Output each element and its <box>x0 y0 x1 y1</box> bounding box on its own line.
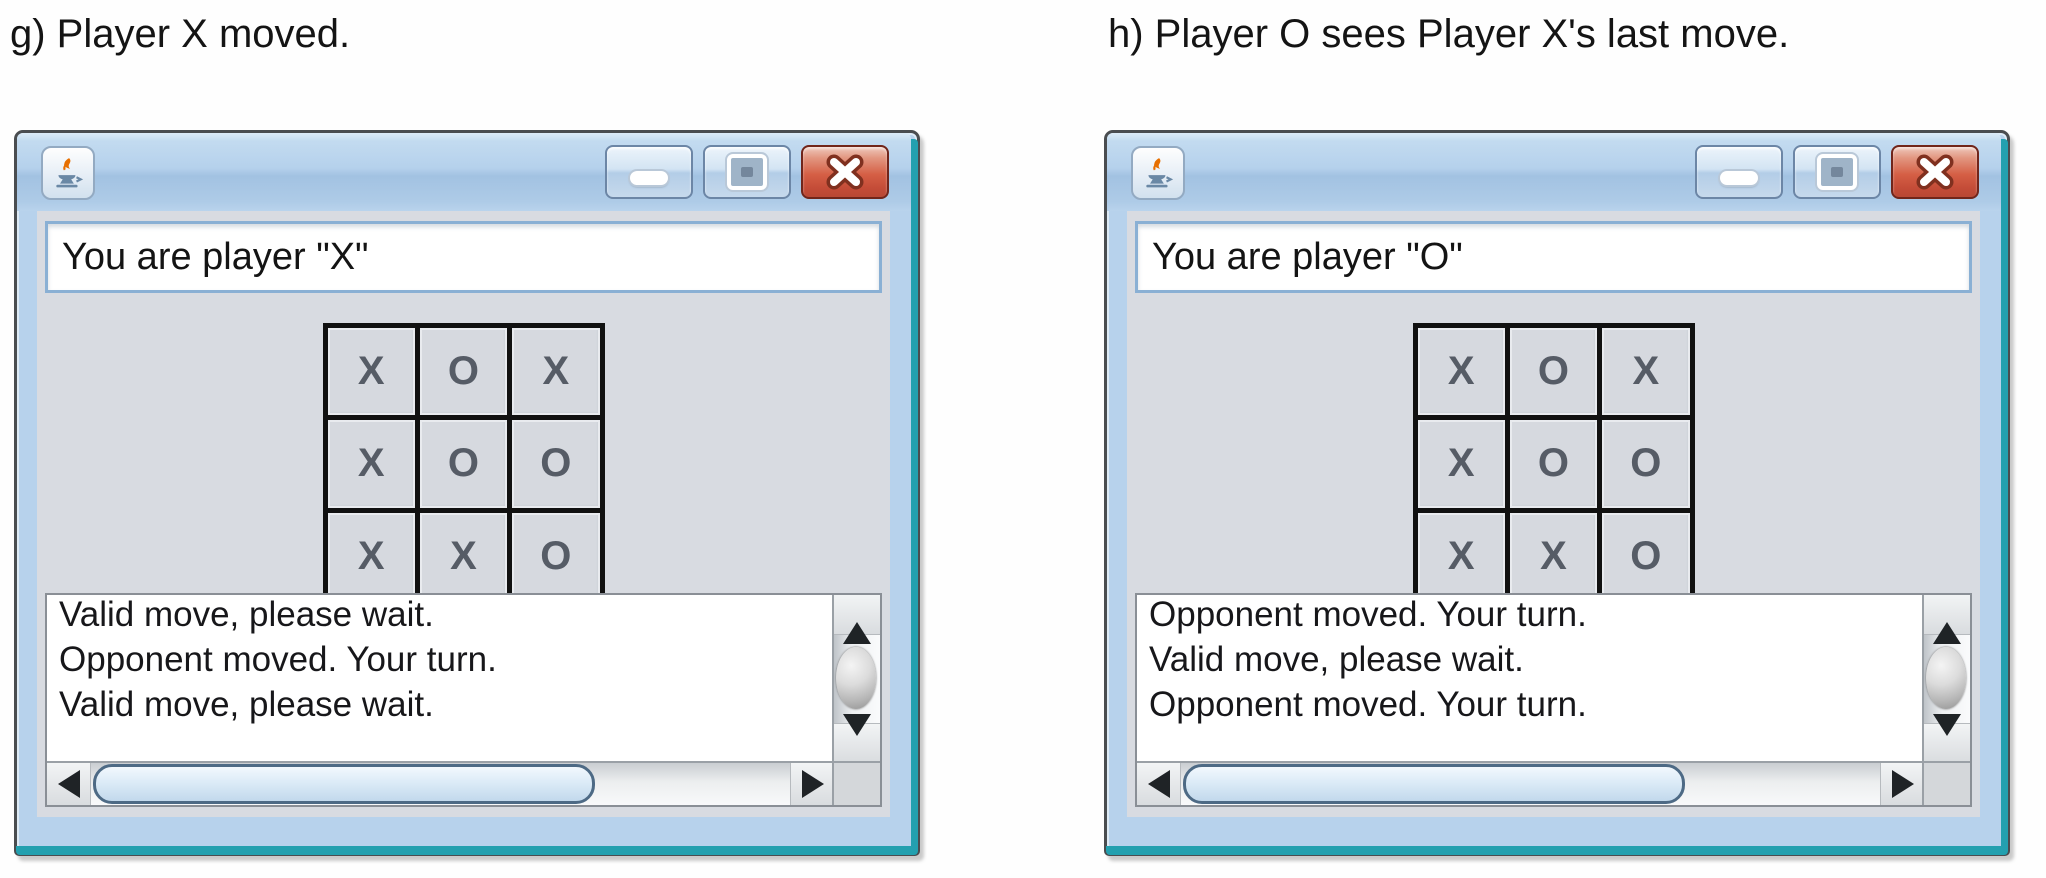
window-content: You are player "O" X O X X O O X X O Opp… <box>1127 211 1980 817</box>
scroll-up-button[interactable] <box>834 595 880 644</box>
arrow-left-icon <box>1147 770 1170 798</box>
horizontal-scrollbar[interactable] <box>47 761 834 805</box>
java-coffee-cup-icon <box>1146 158 1174 188</box>
log-line: Valid move, please wait. <box>59 595 434 634</box>
scroll-down-button[interactable] <box>834 714 880 763</box>
java-coffee-cup-icon <box>56 158 84 188</box>
tic-tac-toe-board: X O X X O O X X O <box>1412 323 1695 605</box>
scroll-up-button[interactable] <box>1924 595 1970 644</box>
vertical-scrollbar[interactable] <box>832 595 880 763</box>
player-x-window: You are player "X" X O X X O O X X O Val… <box>14 130 920 856</box>
minimize-button[interactable] <box>605 145 693 199</box>
close-icon <box>1916 154 1954 190</box>
board-cell[interactable]: X <box>327 420 415 508</box>
minimize-icon <box>630 171 668 185</box>
close-button[interactable] <box>801 145 889 199</box>
board-cell[interactable]: X <box>1509 512 1598 600</box>
board-cell[interactable]: O <box>419 420 508 508</box>
board-cell[interactable]: X <box>327 328 415 416</box>
message-log-textarea[interactable]: Opponent moved. Your turn. Valid move, p… <box>1137 592 1924 763</box>
scroll-left-button[interactable] <box>47 763 91 805</box>
titlebar[interactable] <box>17 133 911 211</box>
vertical-scroll-thumb[interactable] <box>836 647 876 709</box>
board-cell[interactable]: X <box>1602 328 1690 416</box>
scroll-right-button[interactable] <box>790 763 834 805</box>
maximize-button[interactable] <box>1793 145 1881 199</box>
arrow-up-icon <box>1933 607 1961 644</box>
board-cell[interactable]: X <box>1417 420 1505 508</box>
minimize-button[interactable] <box>1695 145 1783 199</box>
board-cell[interactable]: O <box>1509 328 1598 416</box>
close-button[interactable] <box>1891 145 1979 199</box>
log-line: Opponent moved. Your turn. <box>1149 685 1587 724</box>
board-cell[interactable]: O <box>1602 420 1690 508</box>
message-log-pane: Valid move, please wait. Opponent moved.… <box>45 593 882 807</box>
log-line: Opponent moved. Your turn. <box>1149 595 1587 634</box>
window-controls <box>605 145 889 199</box>
horizontal-scrollbar[interactable] <box>1137 761 1924 805</box>
maximize-icon <box>1817 154 1857 190</box>
vertical-scrollbar[interactable] <box>1922 595 1970 763</box>
caption-player-x-moved: g) Player X moved. <box>10 12 351 56</box>
board-cell[interactable]: O <box>1509 420 1598 508</box>
window-edge-accent <box>2001 139 2008 853</box>
status-text-field[interactable]: You are player "X" <box>45 221 882 293</box>
window-edge-accent <box>16 846 918 855</box>
log-line: Valid move, please wait. <box>59 685 434 724</box>
log-line: Valid move, please wait. <box>1149 640 1524 679</box>
board-cell[interactable]: X <box>512 328 600 416</box>
arrow-right-icon <box>801 770 824 798</box>
minimize-icon <box>1720 171 1758 185</box>
arrow-up-icon <box>843 607 871 644</box>
maximize-icon <box>727 154 767 190</box>
horizontal-scroll-thumb[interactable] <box>1183 764 1685 804</box>
tic-tac-toe-board: X O X X O O X X O <box>322 323 605 605</box>
scroll-right-button[interactable] <box>1880 763 1924 805</box>
board-cell[interactable]: X <box>1417 512 1505 600</box>
maximize-button[interactable] <box>703 145 791 199</box>
arrow-down-icon <box>1933 714 1961 751</box>
java-app-menu-button[interactable] <box>41 146 95 200</box>
titlebar[interactable] <box>1107 133 2001 211</box>
board-cell[interactable]: X <box>419 512 508 600</box>
horizontal-scroll-thumb[interactable] <box>93 764 595 804</box>
message-log-textarea[interactable]: Valid move, please wait. Opponent moved.… <box>47 592 834 763</box>
window-edge-accent <box>911 139 918 853</box>
java-app-menu-button[interactable] <box>1131 146 1185 200</box>
window-content: You are player "X" X O X X O O X X O Val… <box>37 211 890 817</box>
player-o-window: You are player "O" X O X X O O X X O Opp… <box>1104 130 2010 856</box>
vertical-scroll-thumb[interactable] <box>1926 647 1966 709</box>
scroll-left-button[interactable] <box>1137 763 1181 805</box>
arrow-down-icon <box>843 714 871 751</box>
arrow-left-icon <box>57 770 80 798</box>
message-log-pane: Opponent moved. Your turn. Valid move, p… <box>1135 593 1972 807</box>
board-cell[interactable]: O <box>512 512 600 600</box>
board-cell[interactable]: O <box>512 420 600 508</box>
status-text-field[interactable]: You are player "O" <box>1135 221 1972 293</box>
scrollbar-corner <box>1922 761 1970 805</box>
log-line: Opponent moved. Your turn. <box>59 640 497 679</box>
board-cell[interactable]: X <box>327 512 415 600</box>
scrollbar-corner <box>832 761 880 805</box>
window-edge-accent <box>1106 846 2008 855</box>
board-cell[interactable]: X <box>1417 328 1505 416</box>
board-cell[interactable]: O <box>419 328 508 416</box>
caption-player-o-sees: h) Player O sees Player X's last move. <box>1108 12 1790 56</box>
window-controls <box>1695 145 1979 199</box>
arrow-right-icon <box>1891 770 1914 798</box>
scroll-down-button[interactable] <box>1924 714 1970 763</box>
board-cell[interactable]: O <box>1602 512 1690 600</box>
close-icon <box>826 154 864 190</box>
